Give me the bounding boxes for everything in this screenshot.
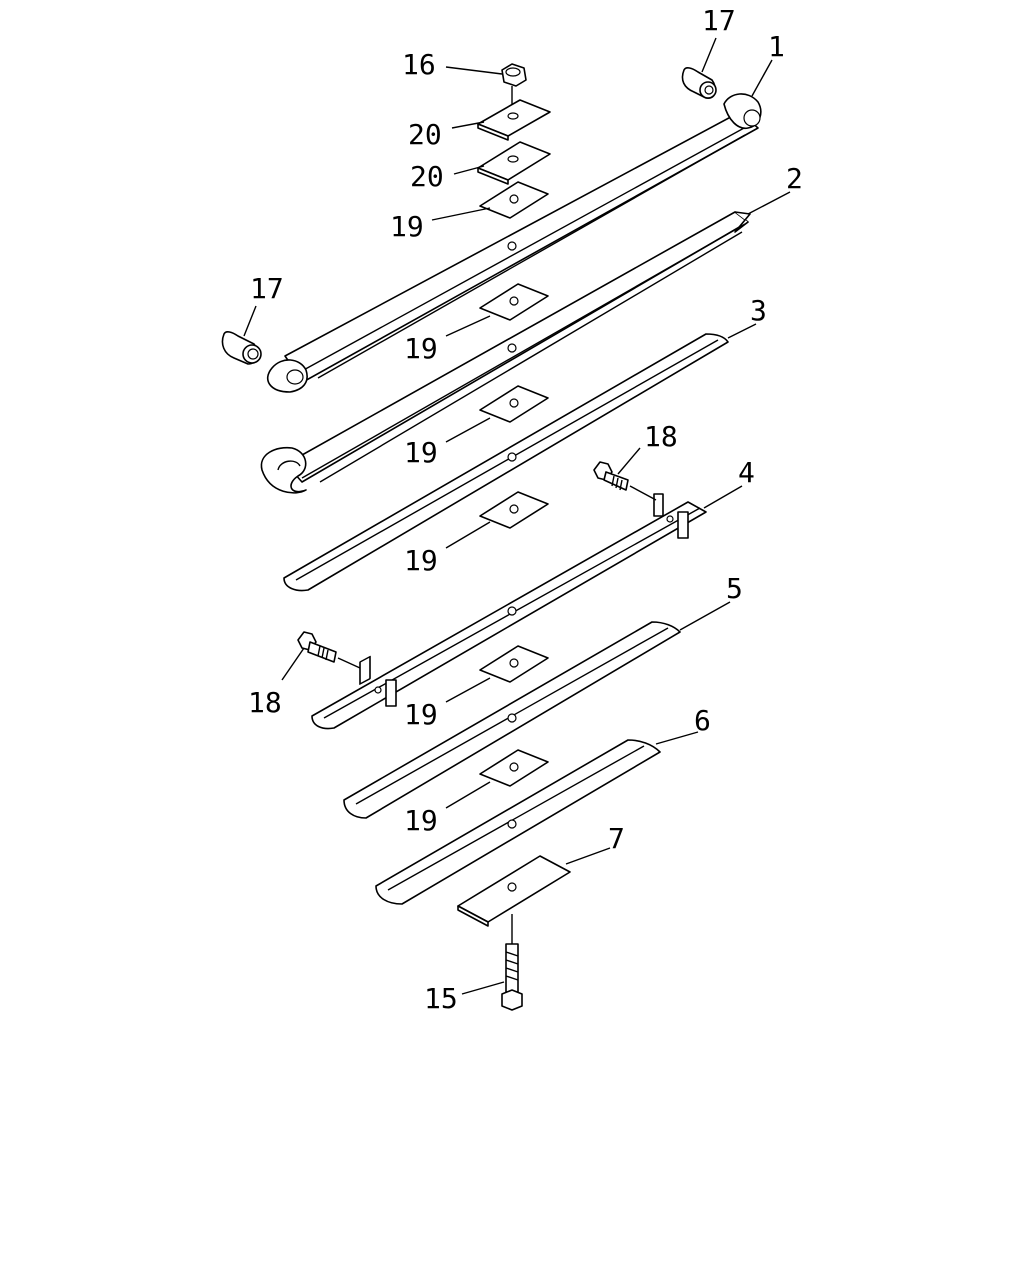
liner-19-top [479,181,549,219]
liner-19-b [479,385,549,423]
label-part-18-front: 18 [644,420,678,453]
clip-bolt-18-rear [297,631,361,669]
label-part-19-c: 19 [404,544,438,577]
leaf-4 [311,493,707,730]
leaf-2 [260,211,751,494]
label-part-15: 15 [424,982,458,1015]
liner-19-a [479,283,549,321]
liner-19-c [479,491,549,529]
washer-plate-20-lower [477,141,551,185]
label-part-4: 4 [738,456,755,489]
leaf-5 [343,621,681,819]
label-part-16: 16 [402,48,436,81]
label-part-7: 7 [608,822,625,855]
label-part-19-top: 19 [390,210,424,243]
label-part-20-lower: 20 [410,160,444,193]
clip-bolt-18-front [593,461,657,501]
label-part-19-d: 19 [404,698,438,731]
label-part-19-e: 19 [404,804,438,837]
label-part-5: 5 [726,572,743,605]
part-labels: 16 20 20 19 17 1 2 3 17 19 19 18 4 19 5 … [248,4,803,1015]
center-bolt-15 [501,914,523,1011]
spacer-plate-7 [457,855,571,927]
label-part-17-rear: 17 [250,272,284,305]
label-part-1: 1 [768,30,785,63]
label-part-6: 6 [694,704,711,737]
label-part-3: 3 [750,294,767,327]
label-part-17-front: 17 [702,4,736,37]
bushing-17-rear [221,331,262,365]
rebound-clip-rear [359,655,397,707]
label-part-20-upper: 20 [408,118,442,151]
leaf-3 [283,333,729,592]
label-part-19-b: 19 [404,436,438,469]
rebound-clip-front [653,493,689,539]
leaf-6 [375,739,661,905]
label-part-19-a: 19 [404,332,438,365]
label-part-18-rear: 18 [248,686,282,719]
main-leaf-1 [266,93,762,393]
washer-plate-20-upper [477,99,551,141]
liner-19-e [479,749,549,787]
leader-lines [243,37,791,995]
bushing-17-front [681,67,717,99]
liner-19-d [479,645,549,683]
nut-16 [501,63,527,112]
label-part-2: 2 [786,162,803,195]
